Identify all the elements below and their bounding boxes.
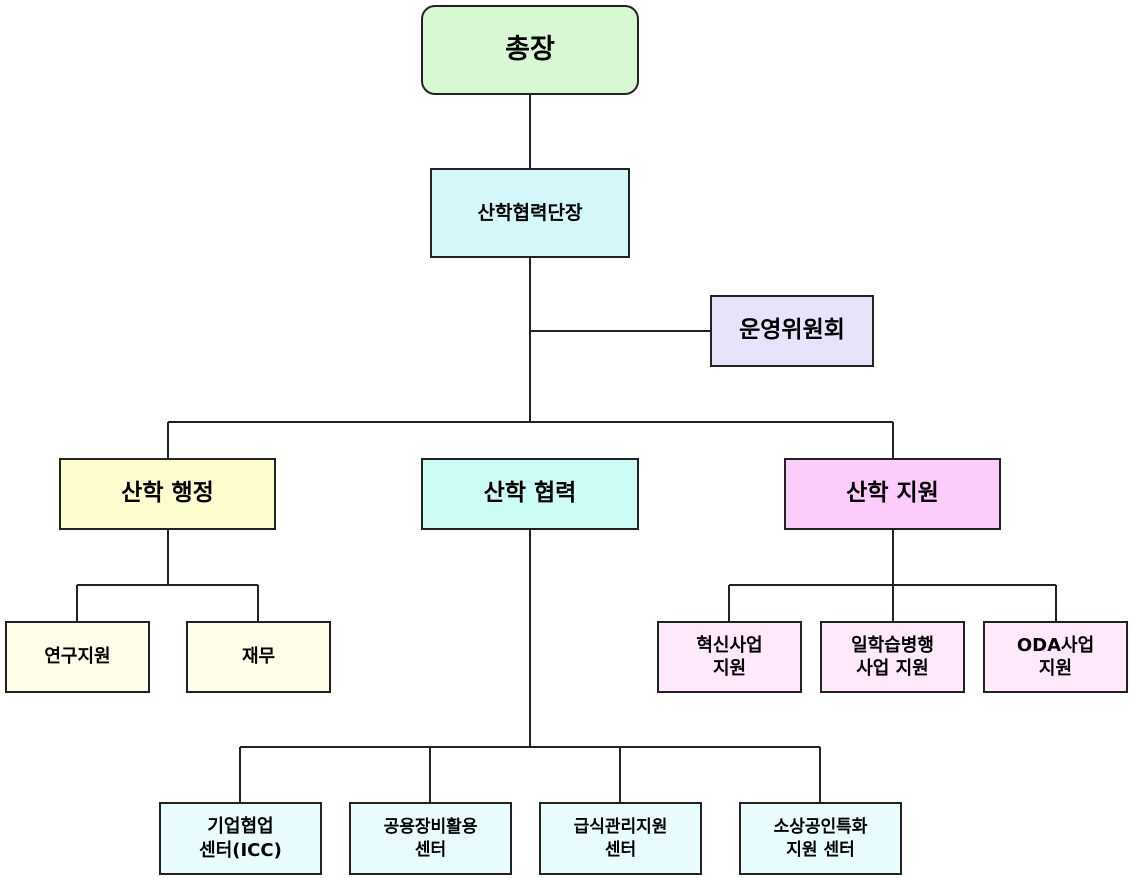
director-box: 산학협력단장 [430,168,630,258]
coop-unit-food-service: 급식관리지원 센터 [539,802,702,875]
division-admin-box: 산학 행정 [59,458,276,530]
coop-unit-shared-equipment: 공용장비활용 센터 [349,802,512,875]
connector-admin-units [76,530,259,621]
admin-unit-finance: 재무 [186,621,331,693]
connector-support-units [728,530,1057,621]
division-cooperation-box: 산학 협력 [421,458,639,530]
division-support-box: 산학 지원 [784,458,1001,530]
coop-unit-icc: 기업협업 센터(ICC) [159,802,322,875]
coop-unit-small-business: 소상공인특화 지원 센터 [739,802,902,875]
support-unit-innovation: 혁신사업 지원 [657,621,802,693]
committee-box: 운영위원회 [710,295,874,367]
president-box: 총장 [421,5,639,95]
admin-unit-research-support: 연구지원 [5,621,150,693]
support-unit-work-study: 일학습병행 사업 지원 [820,621,965,693]
support-unit-oda: ODA사업 지원 [983,621,1128,693]
connector-coop-units [239,530,821,802]
